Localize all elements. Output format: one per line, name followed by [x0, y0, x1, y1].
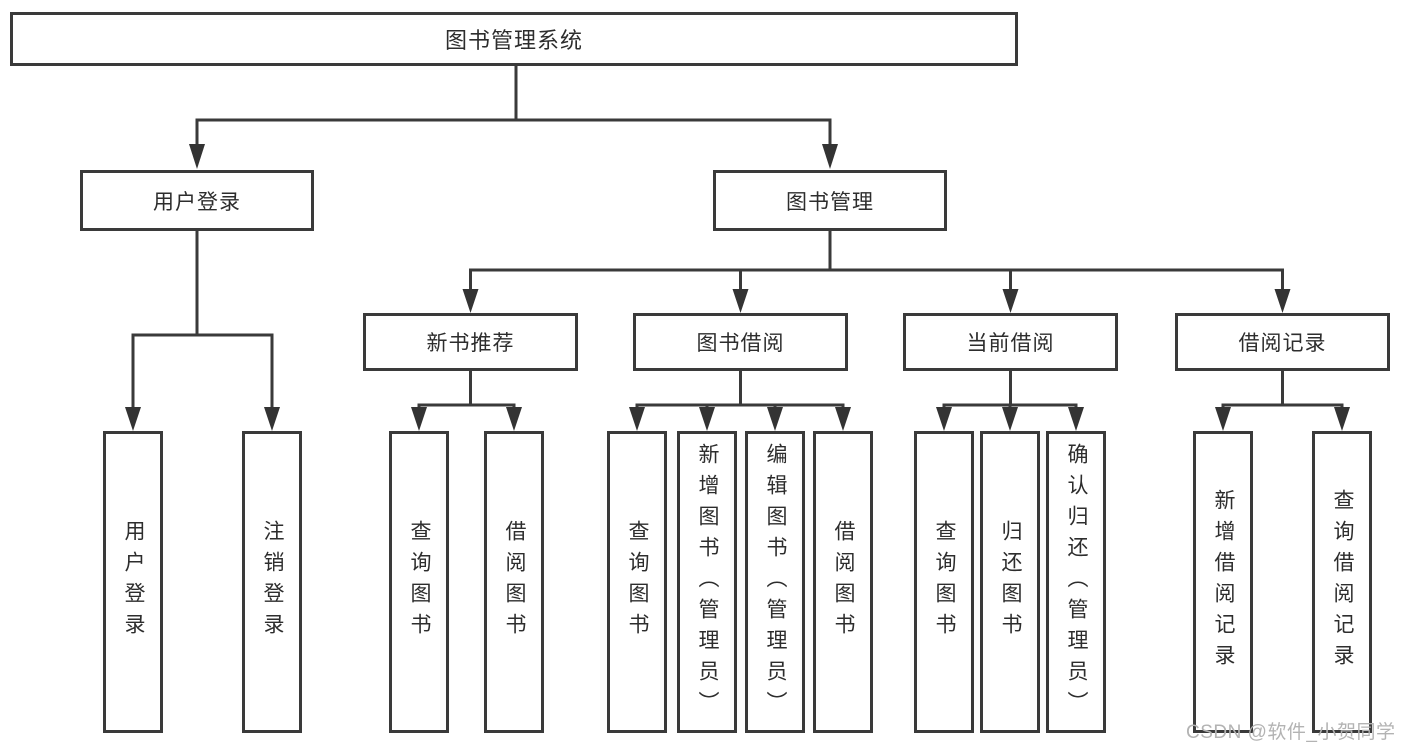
- arrow-down-icon: [411, 407, 427, 431]
- arrow-down-icon: [699, 407, 715, 431]
- leaf-query-books-1: 查询图书: [389, 431, 449, 733]
- node-label: 借阅图书: [832, 520, 855, 644]
- leaf-borrow-books-2: 借阅图书: [813, 431, 873, 733]
- node-label: 当前借阅: [966, 332, 1055, 355]
- leaf-confirm-return-admin: 确认归还（管理员）: [1046, 431, 1106, 733]
- arrow-down-icon: [1002, 289, 1019, 313]
- node-label: 用户登录: [122, 520, 145, 644]
- node-label: 查询图书: [626, 520, 649, 644]
- node-label: 归还图书: [999, 520, 1022, 644]
- node-book-management: 图书管理: [713, 170, 947, 231]
- node-label: 图书管理系统: [444, 28, 583, 53]
- arrow-down-icon: [732, 289, 749, 313]
- node-label: 新增图书（管理员）: [696, 442, 719, 722]
- arrow-down-icon: [1002, 407, 1018, 431]
- arrow-down-icon: [767, 407, 783, 431]
- node-label: 借阅记录: [1238, 332, 1327, 355]
- node-label: 编辑图书（管理员）: [764, 442, 787, 722]
- node-label: 注销登录: [261, 520, 284, 644]
- leaf-edit-books-admin: 编辑图书（管理员）: [745, 431, 805, 733]
- leaf-query-books-3: 查询图书: [914, 431, 974, 733]
- leaf-add-borrow-record: 新增借阅记录: [1193, 431, 1253, 733]
- arrow-down-icon: [822, 144, 838, 169]
- node-user-login: 用户登录: [80, 170, 314, 231]
- node-new-book-recommend: 新书推荐: [363, 313, 578, 371]
- node-label: 图书管理: [786, 190, 874, 214]
- node-label: 新书推荐: [426, 332, 515, 355]
- arrow-down-icon: [1215, 407, 1231, 431]
- node-label: 借阅图书: [503, 520, 526, 644]
- node-label: 用户登录: [153, 190, 241, 214]
- node-current-borrow: 当前借阅: [903, 313, 1118, 371]
- node-label: 确认归还（管理员）: [1065, 442, 1088, 722]
- arrow-down-icon: [1274, 289, 1291, 313]
- leaf-query-books-2: 查询图书: [607, 431, 667, 733]
- arrow-down-icon: [835, 407, 851, 431]
- node-label: 查询图书: [408, 520, 431, 644]
- node-label: 查询图书: [933, 520, 956, 644]
- leaf-query-borrow-record: 查询借阅记录: [1312, 431, 1372, 733]
- leaf-logout: 注销登录: [242, 431, 302, 733]
- node-borrow-records: 借阅记录: [1175, 313, 1390, 371]
- leaf-return-books: 归还图书: [980, 431, 1040, 733]
- arrow-down-icon: [936, 407, 952, 431]
- node-book-borrow: 图书借阅: [633, 313, 848, 371]
- arrow-down-icon: [1334, 407, 1350, 431]
- arrow-down-icon: [264, 407, 280, 431]
- arrow-down-icon: [189, 144, 205, 169]
- leaf-user-login: 用户登录: [103, 431, 163, 733]
- arrow-down-icon: [462, 289, 479, 313]
- node-label: 图书借阅: [696, 332, 785, 355]
- node-label: 新增借阅记录: [1212, 489, 1235, 675]
- arrow-down-icon: [629, 407, 645, 431]
- arrow-down-icon: [1068, 407, 1084, 431]
- leaf-add-books-admin: 新增图书（管理员）: [677, 431, 737, 733]
- arrow-down-icon: [125, 407, 141, 431]
- node-root-system: 图书管理系统: [10, 12, 1018, 66]
- leaf-borrow-books-1: 借阅图书: [484, 431, 544, 733]
- arrow-down-icon: [506, 407, 522, 431]
- csdn-watermark: CSDN @软件_小贺同学: [1186, 722, 1396, 743]
- node-label: 查询借阅记录: [1331, 489, 1354, 675]
